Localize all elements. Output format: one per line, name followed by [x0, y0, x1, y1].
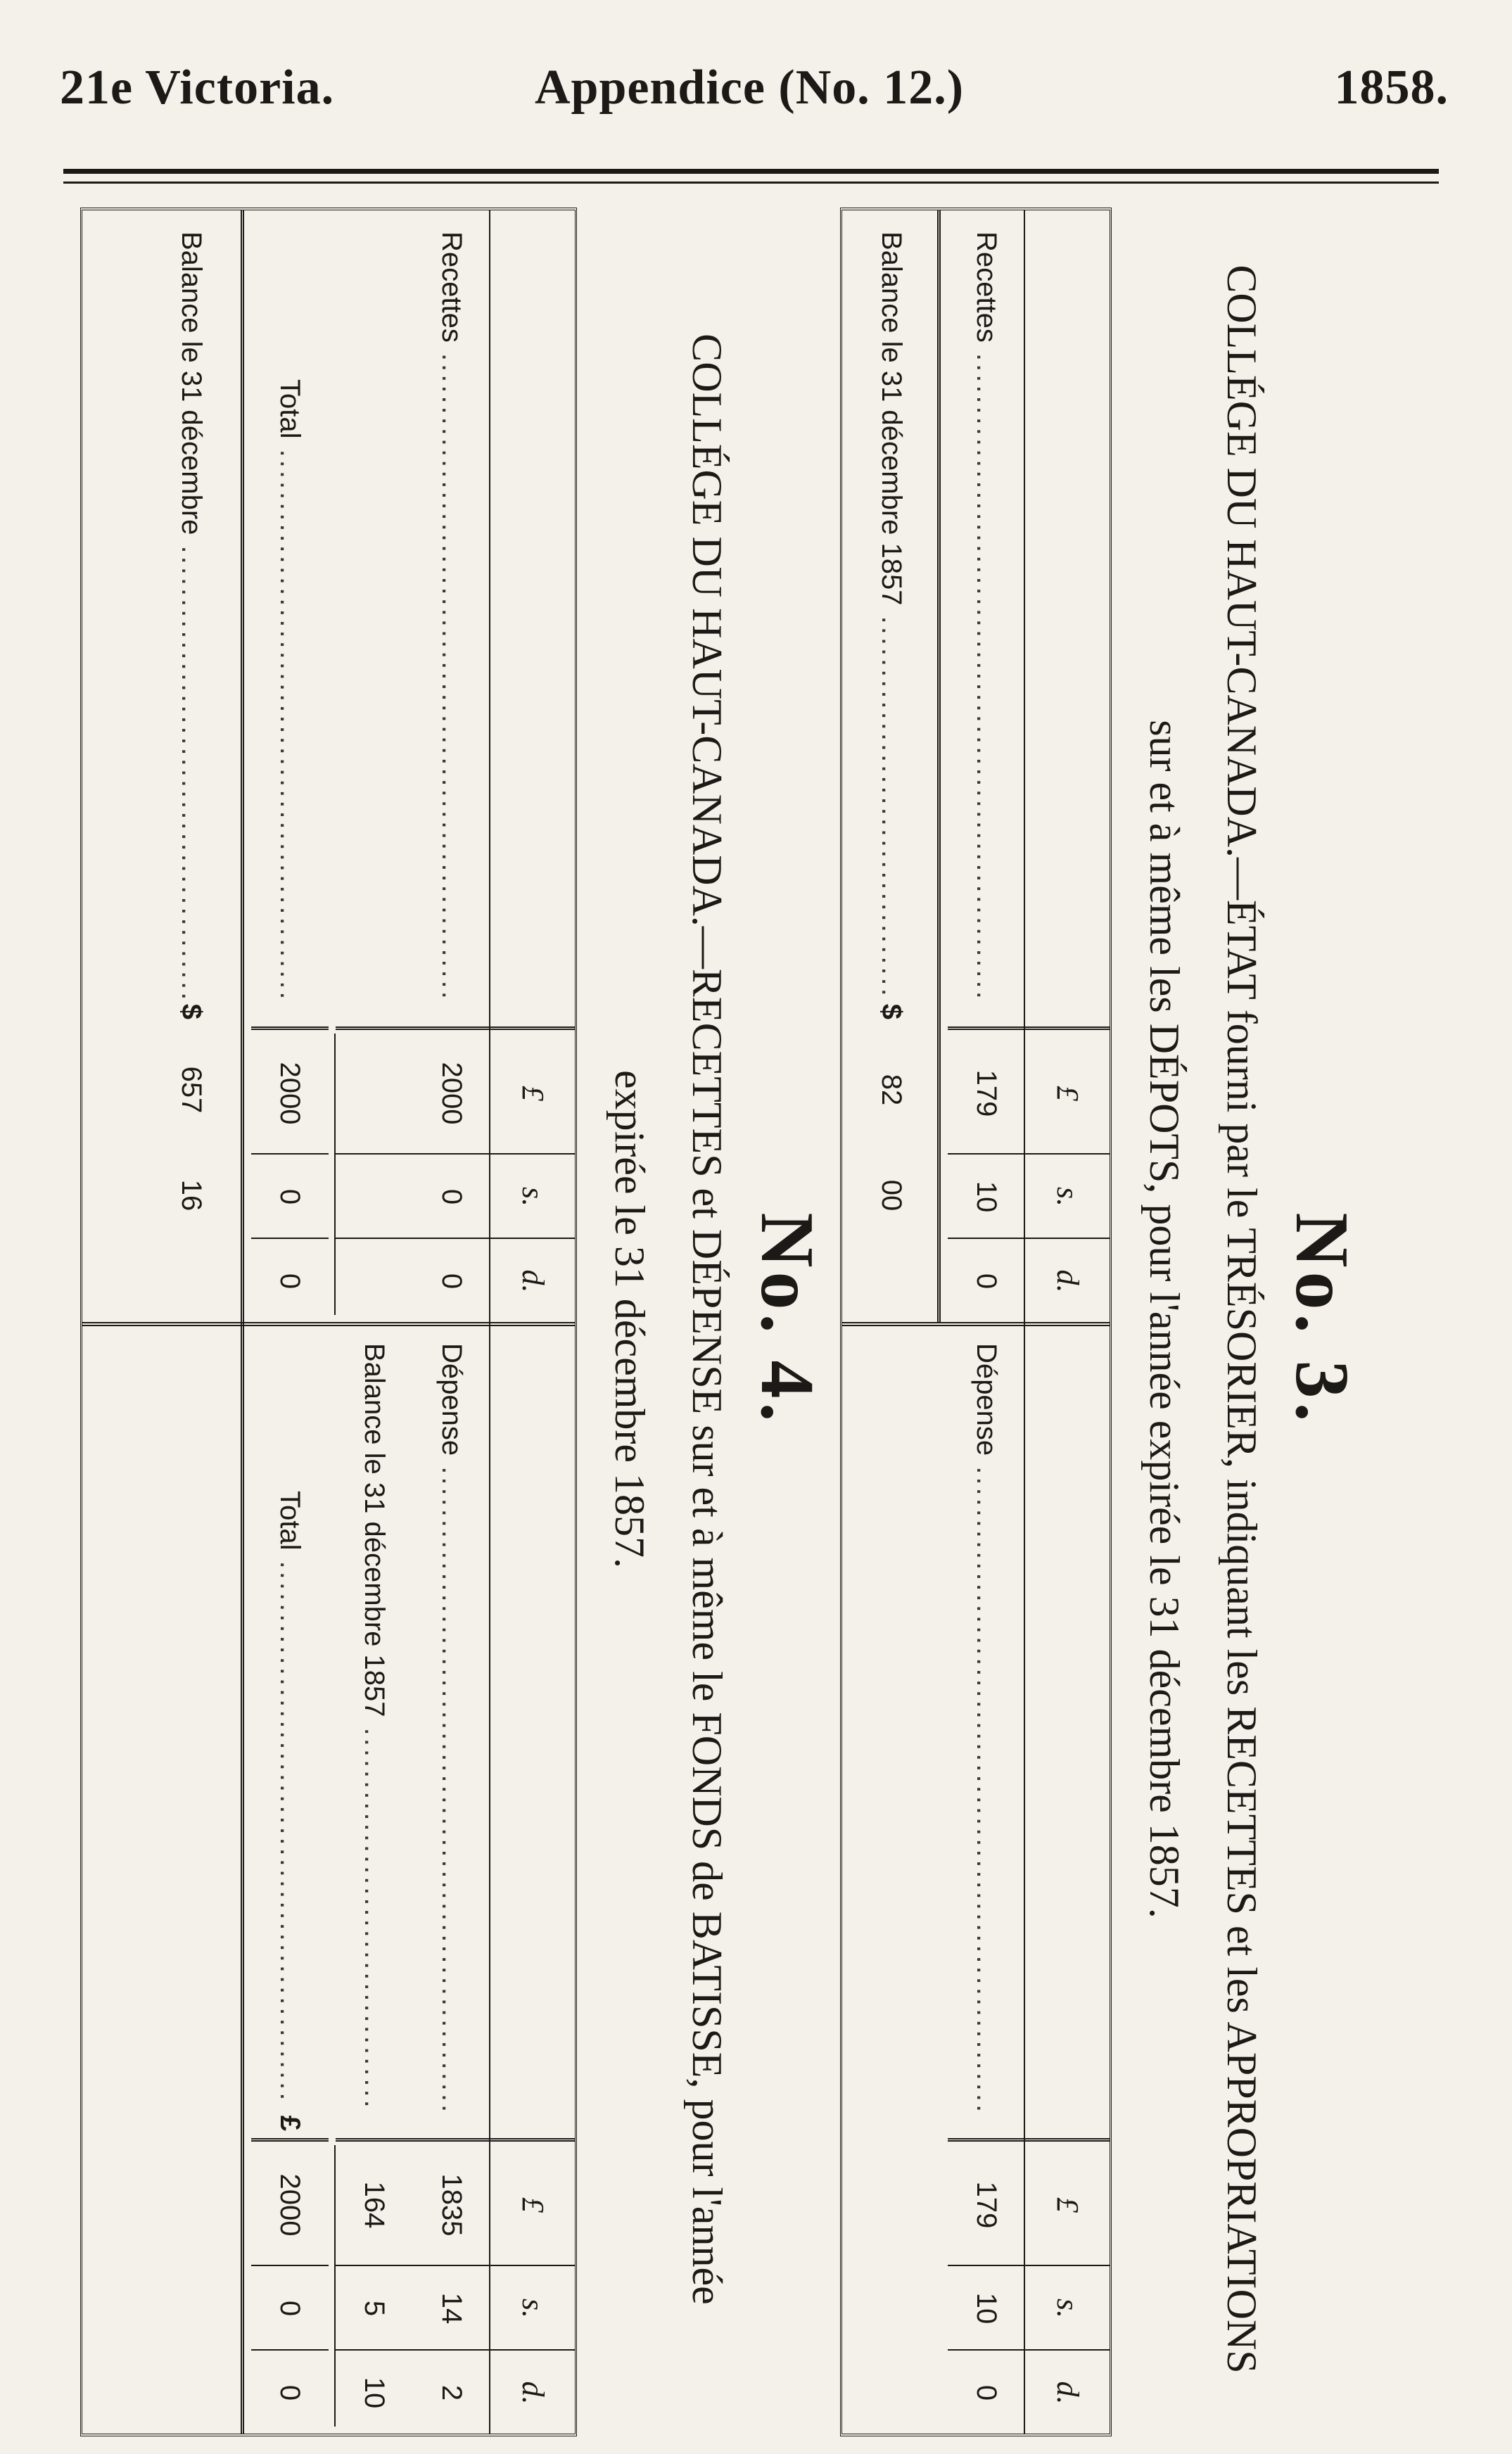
row-label: Dépense: [948, 1343, 1025, 2110]
amount-dollars: 657: [176, 1066, 207, 1114]
col-pence-header: d.: [1025, 2349, 1110, 2435]
empty-cell: [336, 1238, 413, 1323]
amount-shillings: 14: [413, 2265, 490, 2351]
no3-left-header-row: £ s. d.: [1024, 210, 1110, 1323]
no3-right-header-row: £ s. d.: [1024, 1322, 1110, 2435]
no3-depense-row: Dépense 179 10 0: [948, 1322, 1025, 2435]
amount-pence: 0: [948, 1238, 1025, 1323]
col-pence-header: d.: [1025, 1238, 1110, 1323]
col-pence-header: d.: [490, 2349, 575, 2435]
no3-receipts-side: £ s. d. Recettes 179 10 0 Balance le 31 …: [842, 210, 1110, 1326]
no4-balance-row: Balance le 31 décembre $ 657 16: [153, 210, 230, 1322]
amount-shillings: 0: [413, 1153, 490, 1239]
statement-no3-caption-line1: COLLÉGE DU HAUT-CANADA.—ÉTAT fourni par …: [1219, 265, 1265, 2374]
statement-no3-table: £ s. d. Recettes 179 10 0 Balance le 31 …: [840, 208, 1112, 2436]
col-pence-header: d.: [490, 1238, 575, 1323]
col-pound-header: £: [490, 2138, 575, 2268]
header-rule-thin: [63, 182, 1439, 184]
col-shilling-header: s.: [490, 1153, 575, 1239]
no4-left-divider: [241, 210, 244, 1322]
header-appendix: Appendice (No. 12.): [535, 61, 965, 115]
amount-pounds: 164: [336, 2138, 413, 2268]
no3-recettes-row: Recettes 179 10 0: [948, 210, 1025, 1323]
header-volume: 21e Victoria.: [60, 61, 335, 115]
statement-no4-table: £ s. d. Recettes 2000 0 0: [80, 208, 577, 2436]
no4-left-spacer-row: [336, 210, 413, 1323]
amount-shillings: 0: [251, 2265, 329, 2351]
col-pound-header: £: [1025, 2138, 1110, 2268]
row-label: Balance le 31 décembre 1857: [853, 231, 930, 998]
amount-pence: 10: [336, 2349, 413, 2435]
row-label: Total: [251, 379, 329, 998]
dollar-sign: $: [876, 1003, 907, 1019]
amount-pence: 0: [251, 2349, 329, 2435]
amount-pence: 0: [948, 2349, 1025, 2435]
no4-receipts-side: £ s. d. Recettes 2000 0 0: [82, 210, 575, 1326]
amount-dollars: 82: [876, 1074, 907, 1106]
statement-no3-caption: COLLÉGE DU HAUT-CANADA.—ÉTAT fourni par …: [1126, 193, 1281, 2445]
statement-no4-caption-line1: COLLÉGE DU HAUT-CANADA.—RECETTES et DÉPE…: [684, 333, 730, 2305]
rotated-page-body: No. 3. COLLÉGE DU HAUT-CANADA.—ÉTAT four…: [63, 193, 1442, 2445]
amount-shillings: 5: [336, 2265, 413, 2351]
amount-blank: [153, 1238, 230, 1322]
amount-blank: [853, 1238, 930, 1322]
amount-pounds: 179: [948, 2138, 1025, 2268]
amount-pounds: 179: [948, 1026, 1025, 1157]
row-label: Dépense: [413, 1343, 490, 2110]
amount-pence: 0: [251, 1238, 329, 1323]
amount-pounds: 2000: [251, 2138, 329, 2268]
sum-rule: [334, 2145, 336, 2427]
no3-expenditure-side: £ s. d. Dépense 179 10 0: [842, 1322, 1110, 2435]
no4-right-balance-row: Balance le 31 décembre 1857 164 5 10: [336, 1322, 413, 2435]
col-shilling-header: s.: [490, 2265, 575, 2351]
row-label: Total: [251, 1491, 329, 2103]
amount-shillings: 10: [948, 2265, 1025, 2351]
amount-pence: 2: [413, 2349, 490, 2435]
no4-depense-row: Dépense 1835 14 2: [413, 1322, 490, 2435]
amount-pounds: 2000: [251, 1026, 329, 1157]
no4-right-divider: [241, 1322, 244, 2434]
statement-no4-caption: COLLÉGE DU HAUT-CANADA.—RECETTES et DÉPE…: [591, 193, 746, 2445]
row-label: Balance le 31 décembre: [153, 231, 230, 998]
header-rule: [63, 169, 1439, 174]
amount-cents: 16: [176, 1179, 207, 1212]
no3-balance-row: Balance le 31 décembre 1857 $ 82 00: [853, 210, 930, 1322]
no4-left-header-row: £ s. d.: [489, 210, 575, 1323]
statement-no4-title: No. 4.: [745, 1212, 829, 1426]
statement-no3-title: No. 3.: [1280, 1212, 1364, 1426]
statement-no3-caption-line2: sur et à même les DÉPOTS, pour l'année e…: [1141, 720, 1188, 1919]
no4-right-total-row: Total £ 2000 0 0: [251, 1322, 329, 2435]
col-shilling-header: s.: [1025, 2265, 1110, 2351]
amount-cents: 00: [876, 1179, 907, 1212]
pound-sign: £: [274, 2115, 305, 2131]
statement-no4-caption-line2: expirée le 31 décembre 1857.: [606, 1069, 653, 1569]
header-year: 1858.: [1334, 61, 1449, 115]
amount-shillings: 0: [251, 1153, 329, 1239]
row-label: Balance le 31 décembre 1857: [336, 1343, 413, 2110]
empty-cell: [336, 1153, 413, 1239]
no4-left-total-row: Total 2000 0 0: [251, 210, 329, 1323]
no4-recettes-row: Recettes 2000 0 0: [413, 210, 490, 1323]
col-pound-header: £: [1025, 1026, 1110, 1157]
amount-pounds: 1835: [413, 2138, 490, 2268]
dollar-sign: $: [176, 1003, 207, 1019]
statement-no3: No. 3. COLLÉGE DU HAUT-CANADA.—ÉTAT four…: [837, 193, 1442, 2445]
sum-rule: [334, 1034, 336, 1315]
col-shilling-header: s.: [1025, 1153, 1110, 1239]
amount-pence: 0: [413, 1238, 490, 1323]
statement-no4: No. 4. COLLÉGE DU HAUT-CANADA.—RECETTES …: [70, 193, 830, 2445]
no4-right-header-row: £ s. d.: [489, 1322, 575, 2435]
col-pound-header: £: [490, 1026, 575, 1157]
amount-pounds: 2000: [413, 1026, 490, 1157]
row-label: Recettes: [413, 231, 490, 998]
no4-expenditure-side: £ s. d. Dépense 1835 14 2 Balance le 31 …: [82, 1322, 575, 2435]
amount-shillings: 10: [948, 1153, 1025, 1239]
row-label: Recettes: [948, 231, 1025, 998]
empty-cell: [336, 1026, 413, 1157]
no3-left-divider: [937, 210, 941, 1322]
